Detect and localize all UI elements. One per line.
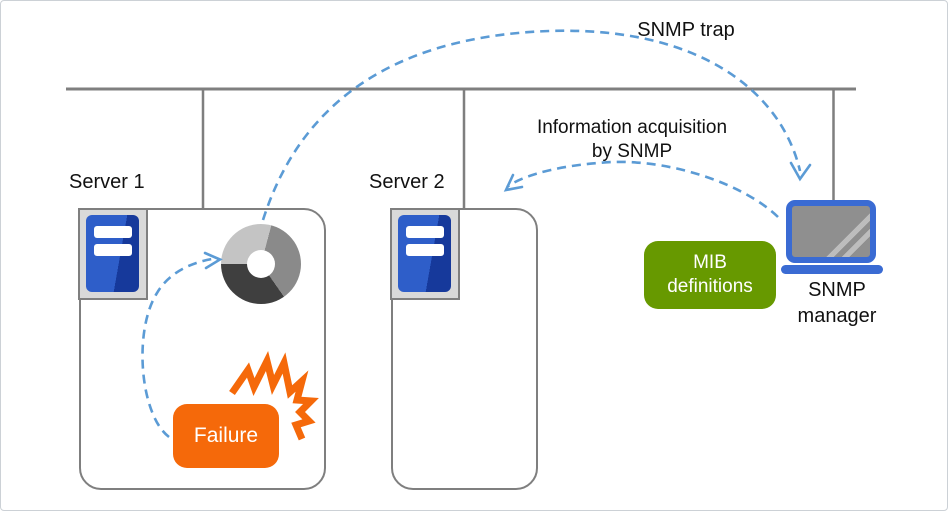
server2-label: Server 2 — [369, 171, 445, 193]
snmp-manager-label: SNMP manager — [777, 278, 897, 329]
server-slot-icon — [94, 226, 132, 238]
laptop-screen-icon — [786, 200, 876, 263]
mib-line1: MIB — [693, 252, 727, 274]
server-slot-icon — [406, 244, 444, 256]
server1-label: Server 1 — [69, 171, 145, 193]
server-slot-icon — [406, 226, 444, 238]
info-acquisition-label: Information acquisition by SNMP — [521, 116, 743, 165]
alert-service-icon — [221, 224, 301, 304]
mib-line2: definitions — [667, 276, 753, 297]
failure-box: Failure — [173, 404, 279, 468]
snmp-trap-arrowhead-icon — [789, 161, 812, 182]
info-acquisition-arrowhead-icon — [503, 173, 524, 192]
server-tower-icon — [86, 215, 139, 292]
server1-icon — [78, 208, 148, 300]
info-acquisition-line2: by SNMP — [591, 141, 673, 163]
mib-definitions-box: MIB definitions — [644, 241, 776, 309]
snmp-manager-line1: SNMP — [808, 279, 866, 301]
failure-label: Failure — [193, 424, 259, 447]
snmp-trap-label: SNMP trap — [637, 19, 735, 41]
snmp-manager-line2: manager — [797, 304, 877, 327]
laptop-base-icon — [781, 265, 883, 274]
info-acquisition-arrow — [506, 160, 779, 218]
server2-icon — [390, 208, 460, 300]
alert-service-icon-hole — [247, 250, 275, 278]
server-slot-icon — [94, 244, 132, 256]
info-acquisition-line1: Information acquisition — [536, 117, 728, 138]
server-tower-icon — [398, 215, 451, 292]
